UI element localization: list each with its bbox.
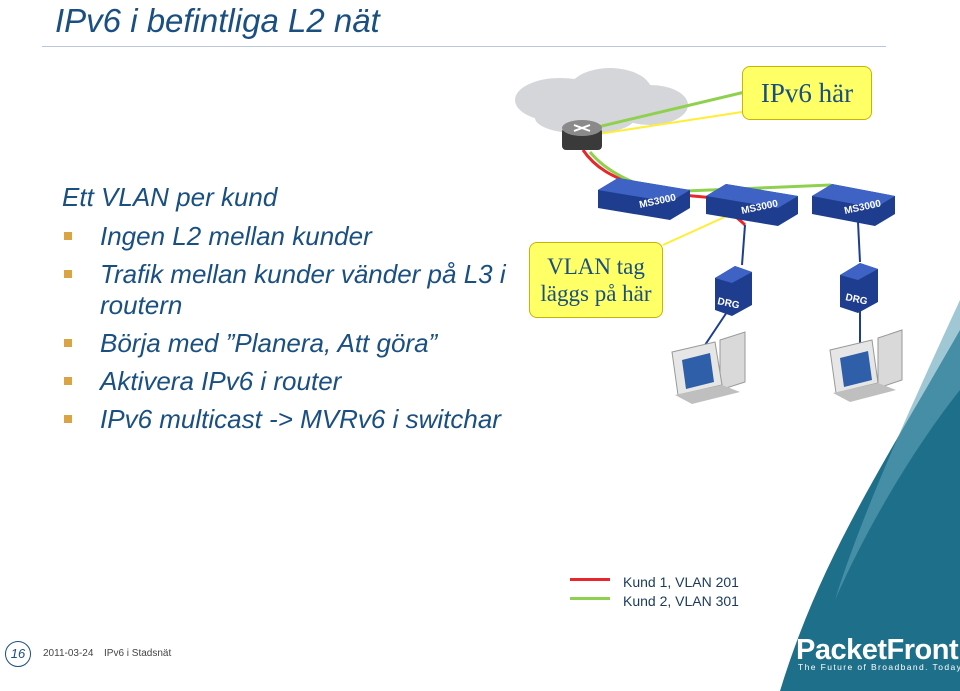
vlan-callout-line-2: läggs på här — [540, 281, 652, 306]
drg-label-2: DRG — [844, 292, 868, 307]
bullet-item: Aktivera IPv6 i router — [62, 366, 532, 397]
legend-label: Kund 1, VLAN 201 — [623, 574, 739, 590]
bullet-text: Ingen L2 mellan kunder — [100, 221, 372, 251]
computer-icon-1 — [671, 331, 746, 404]
square-bullet-icon — [64, 232, 72, 240]
blue-link-1 — [741, 224, 746, 266]
square-bullet-icon — [64, 339, 72, 347]
square-bullet-icon — [64, 270, 72, 278]
bullet-text: Aktivera IPv6 i router — [100, 366, 342, 396]
logo-tagline: The Future of Broadband. Today — [798, 662, 960, 672]
square-bullet-icon — [64, 415, 72, 423]
green-link-ipv6 — [584, 90, 746, 132]
drg-icon-1: DRG — [715, 266, 752, 316]
green-line-swatch — [570, 597, 610, 600]
title-divider — [42, 46, 886, 47]
switch-icon-2: MS3000 — [706, 184, 798, 226]
page-number: 16 — [5, 641, 31, 667]
bullet-text: Börja med ”Planera, Att göra” — [100, 328, 438, 358]
teal-band-light — [835, 300, 960, 600]
legend-label: Kund 2, VLAN 301 — [623, 593, 739, 609]
bullet-item: Börja med ”Planera, Att göra” — [62, 328, 532, 359]
switch-icon-1: MS3000 — [598, 178, 690, 220]
blue-link-2 — [857, 221, 861, 263]
bullet-item: Trafik mellan kunder vänder på L3 i rout… — [62, 259, 532, 321]
switch-icon-3: MS3000 — [812, 184, 895, 226]
bullet-lead: Ett VLAN per kund — [62, 182, 278, 212]
drg-label-1: DRG — [716, 296, 740, 311]
packetfront-logo: PacketFront — [796, 634, 959, 666]
drg-icon-2: DRG — [840, 263, 878, 313]
footer-date: 2011-03-24 — [43, 648, 94, 659]
ipv6-callout: IPv6 här — [742, 66, 872, 120]
computer-icon-2 — [829, 329, 903, 402]
bullet-item: Ingen L2 mellan kunder — [62, 221, 532, 252]
bullet-text: IPv6 multicast -> MVRv6 i switchar — [100, 404, 501, 434]
slide-title: IPv6 i befintliga L2 nät — [55, 2, 380, 39]
bullet-list: Ett VLAN per kund Ingen L2 mellan kunder… — [62, 182, 532, 442]
red-line-swatch — [570, 578, 610, 581]
router-icon — [562, 120, 602, 150]
vlan-tag-callout: VLAN tag läggs på här — [529, 242, 663, 318]
bullet-item: IPv6 multicast -> MVRv6 i switchar — [62, 404, 532, 435]
bullet-text: Trafik mellan kunder vänder på L3 i rout… — [100, 259, 506, 320]
yellow-link-ipv6 — [584, 111, 743, 137]
vlan-callout-line-1: VLAN tag — [547, 254, 645, 279]
footer-title: IPv6 i Stadsnät — [104, 648, 172, 659]
square-bullet-icon — [64, 377, 72, 385]
cloud-icon — [515, 68, 688, 134]
